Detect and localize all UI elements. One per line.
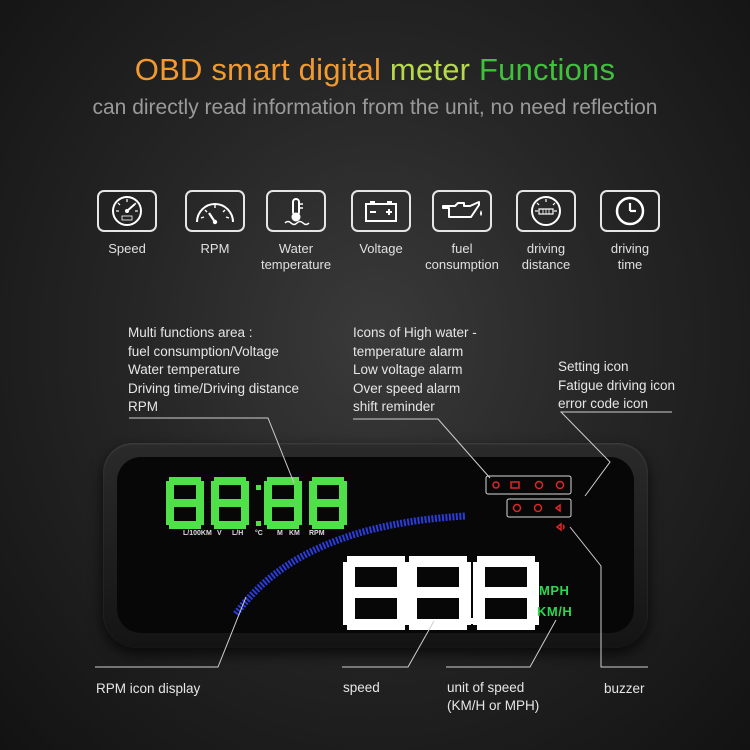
leader-alarms [353, 418, 491, 479]
feature-label-1: Water [278, 241, 314, 256]
page-title: OBD smart digital meter Functions [0, 52, 750, 88]
unit-label: M [277, 530, 283, 537]
note-line: Icons of High water - [353, 325, 477, 340]
note-line: temperature alarm [353, 343, 464, 359]
alarm-icons-note: Icons of High water - temperature alarm … [353, 324, 477, 417]
note-line: Low voltage alarm [353, 362, 463, 377]
oil-can-icon [432, 190, 492, 232]
feature-label-1: driving [526, 241, 566, 256]
multi-functions-note: Multi functions area : fuel consumption/… [128, 324, 299, 417]
feature-label-1: fuel [451, 241, 473, 256]
leader-rpm-icon [95, 596, 247, 668]
alarm-frame-bottom [506, 498, 572, 518]
alarm-icons [485, 475, 572, 532]
feature-label-1: Voltage [359, 241, 403, 256]
fatigue-driving-icon [533, 503, 543, 513]
clock-icon [600, 190, 660, 232]
note-line: Driving time/Driving distance [128, 380, 300, 396]
feature-label-1: Speed [108, 241, 146, 256]
unit-label: KM [289, 530, 300, 537]
note-line: Fatigue driving icon [558, 377, 676, 393]
water-temp-alarm-icon [492, 481, 500, 489]
leader-buzzer [569, 526, 648, 668]
note-line: Setting icon [558, 359, 629, 374]
speed-digits [343, 556, 539, 630]
unit-of-speed-line-2: (KM/H or MPH) [447, 698, 540, 713]
error-code-icon [554, 503, 561, 513]
hud-device [103, 443, 648, 648]
feature-label-2: distance [521, 257, 571, 272]
small-digit [309, 477, 347, 529]
rpm-icon-label: RPM icon display [96, 681, 201, 696]
thermometer-icon [266, 190, 326, 232]
setting-icon [512, 503, 522, 513]
small-digit [264, 477, 302, 529]
speed-unit-kmh: KM/H [537, 604, 573, 619]
speed-unit-mph: MPH [539, 583, 570, 598]
unit-label: °C [255, 530, 263, 537]
buzzer-label: buzzer [604, 681, 645, 696]
leader-speed [342, 620, 435, 668]
speedometer-icon [97, 190, 157, 232]
tachometer-icon [185, 190, 245, 232]
alarm-frame-top [485, 475, 572, 495]
feature-speed: Speed [82, 190, 172, 257]
decimal-point [256, 521, 261, 526]
decimal-point [469, 618, 475, 624]
big-digit [405, 556, 471, 630]
leader-unit [446, 619, 557, 668]
small-digit [166, 477, 204, 529]
small-digit [211, 477, 249, 529]
big-digit [343, 556, 409, 630]
feature-label-2: consumption [425, 257, 499, 272]
note-line: shift reminder [353, 399, 435, 414]
battery-alarm-icon [510, 481, 520, 489]
page-subtitle: can directly read information from the u… [92, 96, 658, 119]
title-part-2: meter [389, 52, 471, 87]
big-digit [473, 556, 539, 630]
note-line: error code icon [558, 396, 649, 411]
colon-dot [256, 485, 261, 490]
rpm-arc [233, 512, 467, 617]
title-part-1: OBD smart digital [134, 52, 382, 87]
note-line: Water temperature [128, 362, 241, 377]
note-line: fuel consumption/Voltage [128, 343, 279, 359]
unit-of-speed-line-1: unit of speed [447, 680, 525, 695]
odometer-icon [516, 190, 576, 232]
multi-function-digits [166, 477, 347, 529]
unit-of-speed-label: unit of speed (KM/H or MPH) [447, 679, 539, 715]
feature-label-2: temperature [260, 257, 332, 272]
feature-voltage: Voltage [336, 190, 426, 257]
note-line: RPM [128, 399, 158, 414]
title-part-3: Functions [479, 52, 616, 87]
shift-alarm-icon [555, 480, 565, 490]
settings-note: Setting icon Fatigue driving icon error … [558, 358, 675, 414]
feature-rpm: RPM [170, 190, 260, 257]
feature-label-1: RPM [200, 241, 230, 256]
note-line: Multi functions area : [128, 325, 253, 340]
leader-settings [559, 411, 672, 497]
note-line: Over speed alarm [353, 380, 461, 396]
buzzer-icon [555, 522, 565, 532]
speed-label: speed [343, 680, 380, 695]
unit-label: V [217, 530, 222, 537]
battery-icon [351, 190, 411, 232]
leader-multi [129, 417, 295, 484]
feature-label-2: time [617, 257, 643, 272]
over-speed-alarm-icon [534, 480, 544, 490]
feature-label-1: driving [610, 241, 650, 256]
unit-label: L/100KM [183, 530, 212, 537]
unit-label: L/H [232, 530, 244, 537]
unit-label: RPM [309, 530, 325, 537]
